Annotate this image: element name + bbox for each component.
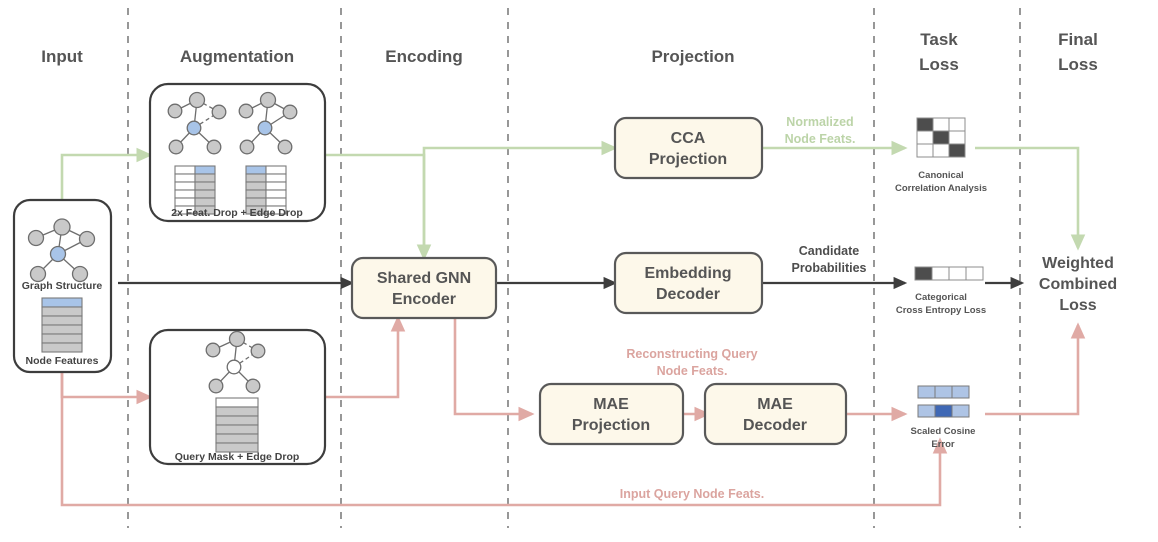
shared-gnn-encoder-rect[interactable] <box>350 256 498 320</box>
embedding-decoder-rect[interactable] <box>613 251 764 315</box>
cca-projection-line2: Projection <box>649 151 727 168</box>
shared-gnn-encoder-line2: Encoder <box>392 291 456 308</box>
column-headers: Input Augmentation Encoding Projection T… <box>41 30 1098 74</box>
edge-label-input-query-feats: Input Query Node Feats. <box>620 487 764 501</box>
input-panel: Graph Structure Node Features <box>12 198 113 374</box>
column-dividers <box>127 8 1021 528</box>
loss-sce-line1: Scaled Cosine <box>911 426 976 437</box>
embedding-decoder-line2: Decoder <box>656 286 720 303</box>
masked-features-icon <box>215 397 259 453</box>
column-header-final-loss-line1: Final <box>1058 30 1098 49</box>
augmented-features-1-icon <box>174 165 216 215</box>
cca-projection-box[interactable]: CCA Projection <box>613 116 764 180</box>
cca-projection-line1: CCA <box>671 130 706 147</box>
augmentation-bottom-box <box>148 328 327 466</box>
cca-projection-rect[interactable] <box>613 116 764 180</box>
loss-cce-line2: Cross Entropy Loss <box>896 305 986 316</box>
shared-gnn-encoder-box[interactable]: Shared GNN Encoder <box>350 256 498 320</box>
shared-gnn-encoder-line1: Shared GNN <box>377 270 471 287</box>
cosine-vectors-icon <box>917 385 970 418</box>
edge-label-reconstructing-line2: Node Feats. <box>657 364 728 378</box>
augmentation-bottom-caption: Query Mask + Edge Drop <box>175 451 300 463</box>
column-header-encoding: Encoding <box>385 47 462 66</box>
augmentation-bottom-panel: Query Mask + Edge Drop <box>148 328 327 466</box>
final-loss-line2: Combined <box>1039 276 1117 293</box>
loss-scaled-cosine-error: Scaled Cosine Error <box>911 385 976 450</box>
mae-decoder-box[interactable]: MAE Decoder <box>703 382 848 446</box>
flow-augmentation-to-encoder <box>325 153 432 261</box>
column-header-augmentation: Augmentation <box>180 47 294 66</box>
edge-labels: Normalized Node Feats. Candidate Probabi… <box>620 115 867 501</box>
final-loss-label: Weighted Combined Loss <box>1039 255 1117 314</box>
final-loss-line3: Loss <box>1059 297 1096 314</box>
augmentation-top-caption: 2x Feat. Drop + Edge Drop <box>171 207 303 219</box>
checkerboard-grid-icon <box>916 117 966 158</box>
flow-cca-loss-to-final <box>975 146 1086 251</box>
input-node-features-icon <box>41 297 83 353</box>
column-header-task-loss-line2: Loss <box>919 55 959 74</box>
flow-input-to-query-mask <box>60 372 153 405</box>
flow-encoder-to-mae-projection <box>453 318 535 422</box>
edge-label-candidate-line2: Probabilities <box>791 261 866 275</box>
flow-query-mask-to-encoder <box>325 315 406 399</box>
augmented-graph-1-icon <box>167 91 227 155</box>
input-graph-icon <box>27 218 96 283</box>
mae-decoder-line2: Decoder <box>743 417 807 434</box>
column-header-projection: Projection <box>651 47 734 66</box>
mae-projection-line1: MAE <box>593 396 629 413</box>
embedding-decoder-box[interactable]: Embedding Decoder <box>613 251 764 315</box>
loss-canonical-correlation-analysis: Canonical Correlation Analysis <box>895 117 987 194</box>
flow-pink-paths <box>60 315 1086 507</box>
flow-sce-loss-to-final <box>985 322 1086 416</box>
augmentation-top-panel: 2x Feat. Drop + Edge Drop <box>148 82 327 223</box>
edge-label-reconstructing-line1: Reconstructing Query <box>626 347 757 361</box>
input-features-caption: Node Features <box>26 355 99 367</box>
mae-decoder-rect[interactable] <box>703 382 848 446</box>
augmented-features-2-icon <box>245 165 287 215</box>
mae-projection-box[interactable]: MAE Projection <box>538 382 685 446</box>
edge-label-normalized-line1: Normalized <box>786 115 853 129</box>
final-loss-line1: Weighted <box>1042 255 1114 272</box>
input-graph-caption: Graph Structure <box>22 280 103 292</box>
probability-bar-icon <box>914 266 984 281</box>
loss-cce-line1: Categorical <box>915 292 967 303</box>
flow-input-to-augmentation <box>60 147 153 200</box>
loss-sce-line2: Error <box>931 439 955 450</box>
edge-label-normalized-line2: Node Feats. <box>785 132 856 146</box>
column-header-final-loss-line2: Loss <box>1058 55 1098 74</box>
mae-decoder-line1: MAE <box>757 396 793 413</box>
loss-categorical-cross-entropy: Categorical Cross Entropy Loss <box>896 266 986 316</box>
loss-cca-line1: Canonical <box>918 170 963 181</box>
loss-cca-line2: Correlation Analysis <box>895 183 987 194</box>
mae-projection-rect[interactable] <box>538 382 685 446</box>
column-header-task-loss-line1: Task <box>920 30 958 49</box>
edge-label-candidate-line1: Candidate <box>799 244 859 258</box>
augmented-graph-2-icon <box>238 91 298 155</box>
flow-input-query-feats-skip <box>60 372 948 507</box>
column-header-input: Input <box>41 47 83 66</box>
query-masked-graph-icon <box>205 330 266 394</box>
embedding-decoder-line1: Embedding <box>644 265 731 282</box>
mae-projection-line2: Projection <box>572 417 650 434</box>
